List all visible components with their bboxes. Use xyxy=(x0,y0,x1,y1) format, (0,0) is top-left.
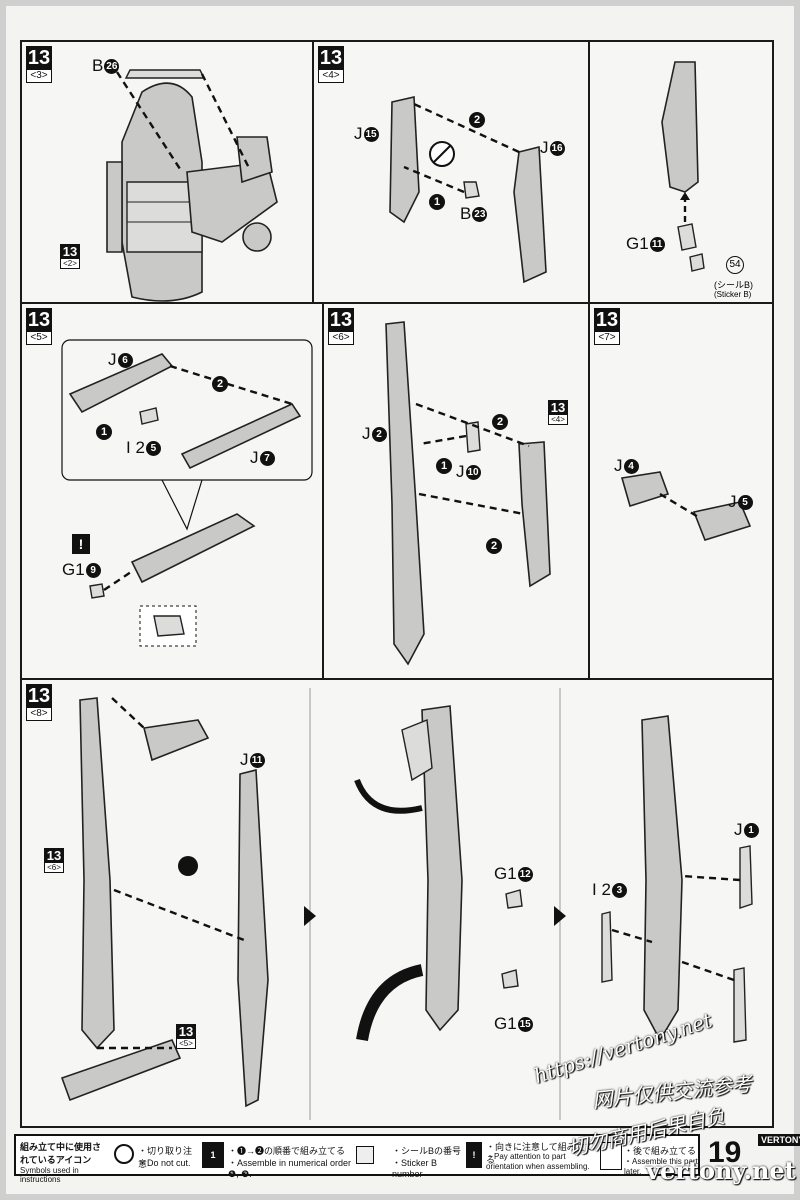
no-cut-icon xyxy=(114,1144,134,1164)
step-badge: 13<4> xyxy=(318,46,344,83)
legend-do-not-cut: ・切り取り注意 ・Do not cut. xyxy=(114,1138,198,1174)
ref-step-13-2: 13<2> xyxy=(60,244,80,269)
sticker-number: 54 xyxy=(726,256,744,274)
sticker-label-jp: (シールB) xyxy=(714,280,753,290)
legend-sticker-number: ・シールBの番号 ・Sticker B number xyxy=(356,1138,462,1179)
step-order-icon: 1 xyxy=(202,1142,224,1168)
step-badge: 13<8> xyxy=(26,684,52,721)
step-sub: <3> xyxy=(26,70,52,83)
ref-step-13-5: 13<5> xyxy=(176,1024,196,1049)
step-badge: 13<3> xyxy=(26,46,52,83)
sticker-label-en: (Sticker B) xyxy=(714,290,752,299)
step-marker-1: 1 xyxy=(96,424,112,440)
brand-logo: VERTONY xyxy=(758,1134,800,1146)
legend-assemble-later: ・後で組み立てる ・Assemble this part later. xyxy=(600,1138,698,1176)
joint-part-drawing xyxy=(620,471,752,541)
step-marker-2: 2 xyxy=(212,376,228,392)
sticker-icon xyxy=(356,1146,374,1164)
watermark-site: vertony.net xyxy=(646,1156,796,1185)
step-marker-1: 1 xyxy=(436,458,452,474)
step-badge: 13<6> xyxy=(328,308,354,345)
leg-final-assembly-drawing xyxy=(60,688,753,1120)
page-number: 19 xyxy=(708,1136,742,1169)
tank-assembly-drawing xyxy=(106,69,278,302)
caution-icon: ! xyxy=(72,534,90,554)
icon-legend: 組み立て中に使用されているアイコン Symbols used in instru… xyxy=(14,1134,700,1184)
ref-step-13-4: 13<4> xyxy=(548,400,568,425)
assemble-later-icon xyxy=(600,1142,622,1170)
step-number: 13 xyxy=(26,46,52,70)
step-marker-2: 2 xyxy=(469,112,485,128)
legend-title: 組み立て中に使用されているアイコン Symbols used in instru… xyxy=(20,1142,102,1184)
legend-orientation: ! ・向きに注意して組み立てる ・Pay attention to part o… xyxy=(466,1138,596,1174)
leg-part-drawing xyxy=(61,339,313,647)
step-badge: 13<7> xyxy=(594,308,620,345)
step-marker-2b: 2 xyxy=(486,538,502,554)
sticker-part-drawing xyxy=(661,61,705,272)
caution-icon: ! xyxy=(466,1142,482,1168)
legend-numerical-order: 1 ・❶→❷の順番で組み立てる ・Assemble in numerical o… xyxy=(202,1138,352,1179)
ref-step-13-6: 13<6> xyxy=(44,848,64,873)
step-marker-1: 1 xyxy=(429,194,445,210)
step-badge: 13<5> xyxy=(26,308,52,345)
step-marker-2: 2 xyxy=(492,414,508,430)
arm-part-drawing xyxy=(389,96,547,284)
leg-frame-drawing xyxy=(385,321,551,666)
